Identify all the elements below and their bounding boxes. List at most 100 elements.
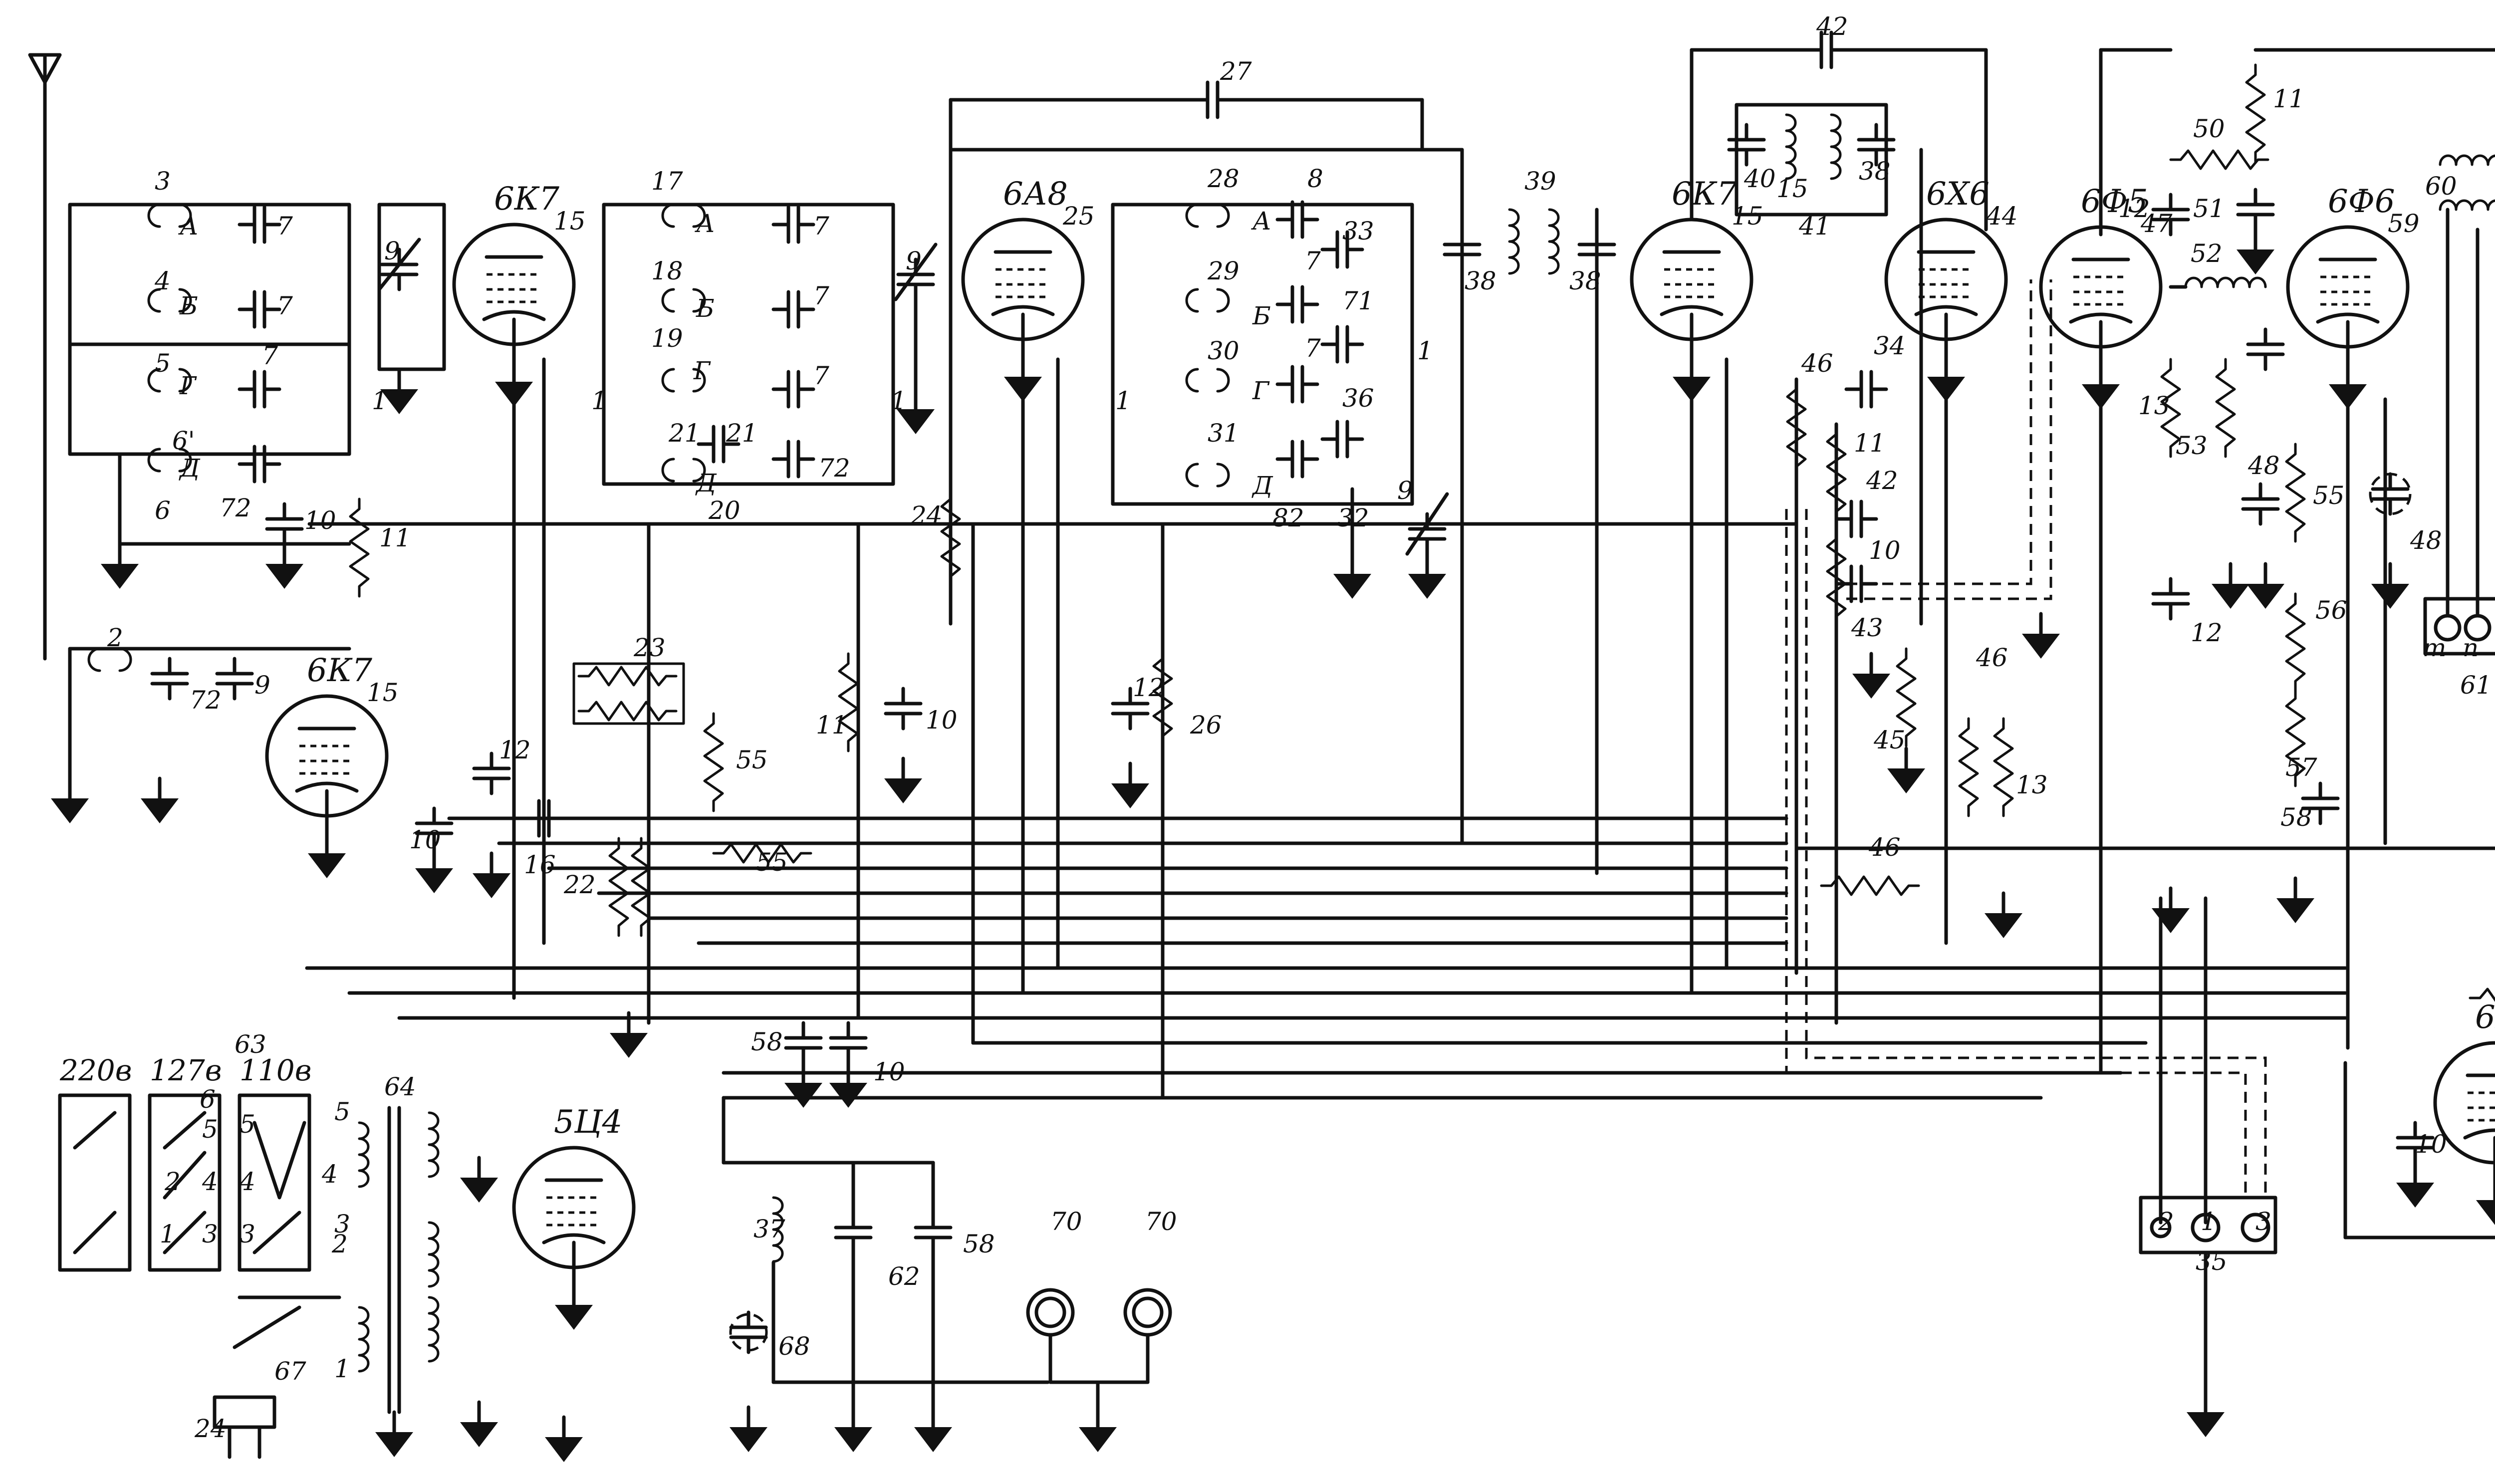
component-ref-label: 22 — [563, 870, 596, 899]
bus-rails — [305, 522, 2495, 1239]
component-ref-label: 2 — [331, 1230, 348, 1258]
component-ref-label: 17 — [651, 167, 683, 196]
vacuum-tube-icon: 5Ц4 — [514, 1104, 634, 1330]
input-coil-block — [51, 203, 368, 823]
component-ref-label: 38 — [1569, 266, 1601, 295]
component-ref-label: 71 — [1342, 286, 1374, 315]
component-ref-label: 55 — [2313, 481, 2345, 510]
component-ref-label: 1 — [372, 386, 388, 415]
component-ref-label: 12 — [2191, 618, 2223, 647]
component-ref-label: 70 — [1145, 1207, 1177, 1236]
component-ref-label: 10 — [1869, 536, 1901, 565]
power-supply — [722, 1023, 1050, 1452]
component-ref-label: 28 — [1207, 164, 1240, 193]
component-ref-label: 6 — [200, 1085, 216, 1114]
component-ref-label: 9 — [254, 671, 270, 700]
component-ref-label: 2 — [107, 623, 123, 652]
voltage-label-v220: 220в — [59, 1053, 132, 1087]
component-ref-label: 5 — [202, 1115, 218, 1144]
tube-type-label: 5Ц4 — [554, 1104, 622, 1141]
component-ref-label: 3 — [155, 167, 171, 196]
component-ref-label: Д — [179, 454, 201, 483]
component-ref-label: 3 — [240, 1220, 255, 1248]
component-ref-label: 11 — [379, 523, 411, 552]
component-ref-label: 27 — [1220, 57, 1252, 86]
component-ref-label: 3 — [202, 1220, 218, 1248]
component-ref-label: 60 — [2425, 172, 2457, 201]
feed-lines — [512, 357, 2387, 1225]
component-ref-label: 16 — [524, 850, 556, 879]
component-ref-label: Г — [1252, 376, 1270, 405]
component-ref-label: 46 — [1801, 349, 1833, 378]
component-ref-label: 58 — [751, 1027, 783, 1056]
component-ref-label: 13 — [2016, 770, 2048, 799]
component-ref-label: 9 — [906, 247, 922, 275]
tube-type-label: 6Ф6 — [2328, 183, 2395, 220]
component-ref-label: 34 — [1874, 331, 1906, 360]
tube-type-label: 6Е5 — [2475, 999, 2495, 1036]
component-ref-label: 15 — [1776, 174, 1808, 203]
component-ref-label: 12 — [499, 736, 531, 764]
tube-ref-label: 15 — [554, 207, 586, 236]
component-ref-label: 36 — [1342, 384, 1374, 413]
trimmer-capacitor-48 — [2369, 474, 2412, 609]
component-ref-label: 1 — [591, 386, 607, 415]
component-ref-label: 48 — [2247, 451, 2280, 480]
component-ref-label: 50 — [2193, 114, 2225, 143]
if-transformer-41 — [1690, 32, 1988, 232]
component-ref-label: 48 — [2410, 526, 2442, 555]
component-ref-label: 46 — [1976, 643, 2008, 672]
component-ref-label: 1 — [1417, 336, 1433, 365]
component-ref-label: 29 — [1207, 256, 1240, 285]
component-ref-label: 2 — [2158, 1207, 2174, 1236]
component-ref-label: 6 — [155, 496, 171, 525]
component-ref-label: 5 — [240, 1110, 255, 1139]
component-ref-label: 24 — [194, 1414, 227, 1443]
tuning-capacitor-icon — [894, 243, 938, 434]
component-ref-label: 7 — [1305, 247, 1321, 275]
component-ref-label: А — [695, 209, 715, 238]
component-ref-label: 1 — [2201, 1207, 2217, 1236]
component-ref-label: 53 — [2176, 431, 2208, 460]
component-ref-label: 20 — [708, 496, 741, 525]
pilot-lamp-icon — [1026, 1288, 1172, 1452]
component-ref-label: 39 — [1524, 167, 1556, 196]
tuning-capacitor-icon — [377, 203, 446, 414]
voltage-label-v110: 110в — [240, 1053, 311, 1087]
oscillator-coil-block — [1111, 202, 1414, 599]
component-ref-label: 1 — [891, 386, 907, 415]
component-ref-label: 72 — [818, 454, 850, 483]
component-ref-label: 43 — [1851, 613, 1883, 642]
vacuum-tube-icon: 6Е569 — [2435, 999, 2495, 1225]
tube-ref-label: 25 — [1062, 202, 1095, 231]
component-ref-label: 11 — [1854, 429, 1886, 458]
tuning-capacitor-icon — [1405, 492, 1449, 599]
component-ref-label: 1 — [334, 1354, 350, 1383]
voltage-label-v127: 127в — [150, 1053, 222, 1087]
power-transformer-64 — [359, 1106, 583, 1462]
tube-ref-label: 44 — [1986, 202, 2018, 231]
rf-network-left — [415, 489, 1172, 1058]
component-ref-label: 7 — [277, 291, 293, 320]
component-ref-label: 7 — [813, 212, 829, 241]
component-ref-label: 1 — [1115, 386, 1131, 415]
component-ref-label: 3 — [334, 1210, 350, 1238]
component-ref-label: 21 — [668, 419, 701, 448]
component-ref-label: т — [2423, 633, 2446, 662]
tube-ref-label: 59 — [2388, 209, 2420, 238]
tuning-eye-network — [2139, 858, 2495, 1452]
component-ref-label: 51 — [2193, 194, 2225, 223]
component-ref-label: 21 — [726, 419, 758, 448]
detector-network — [1787, 148, 2022, 1025]
tube-type-label: 6Х6 — [1926, 176, 1990, 213]
if-transformer-39 — [1445, 148, 1614, 875]
component-ref-label: 55 — [736, 745, 768, 774]
component-ref-label: 46 — [1868, 833, 1901, 862]
component-ref-label: 3 — [2255, 1207, 2271, 1236]
component-ref-label: 55 — [756, 848, 788, 877]
